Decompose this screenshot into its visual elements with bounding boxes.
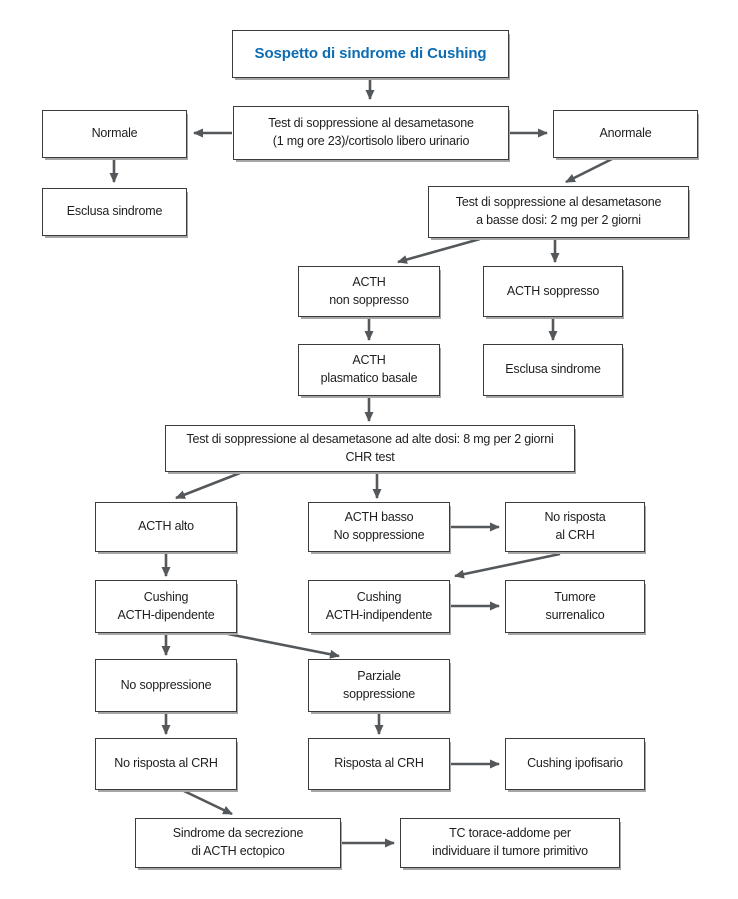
node-anormale: Anormale (553, 110, 698, 158)
node-esclusa-sindrome-1: Esclusa sindrome (42, 188, 187, 236)
node-esclusa-sindrome-2: Esclusa sindrome (483, 344, 623, 396)
node-dexamethasone-suppression-test: Test di soppressione al desametasone (1 … (233, 106, 509, 160)
node-cushing-ipofisario: Cushing ipofisario (505, 738, 645, 790)
node-acth-non-soppresso: ACTH non soppresso (298, 266, 440, 317)
node-no-risposta-crh-1: No risposta al CRH (505, 502, 645, 552)
node-tumore-surrenalico: Tumore surrenalico (505, 580, 645, 633)
node-no-risposta-crh-2: No risposta al CRH (95, 738, 237, 790)
node-cushing-acth-dipendente: Cushing ACTH-dipendente (95, 580, 237, 633)
node-risposta-crh: Risposta al CRH (308, 738, 450, 790)
node-acth-basso: ACTH basso No soppressione (308, 502, 450, 552)
node-suspected-cushing-title: Sospetto di sindrome di Cushing (232, 30, 509, 78)
node-cushing-acth-indipendente: Cushing ACTH-indipendente (308, 580, 450, 633)
node-normale: Normale (42, 110, 187, 158)
node-tc-torace-addome: TC torace-addome per individuare il tumo… (400, 818, 620, 868)
node-acth-alto: ACTH alto (95, 502, 237, 552)
node-parziale-soppressione: Parziale soppressione (308, 659, 450, 712)
node-high-dose-test: Test di soppressione al desametasone ad … (165, 425, 575, 472)
node-sindrome-acth-ectopico: Sindrome da secrezione di ACTH ectopico (135, 818, 341, 868)
node-acth-plasmatico-basale: ACTH plasmatico basale (298, 344, 440, 396)
node-low-dose-test: Test di soppressione al desametasone a b… (428, 186, 689, 238)
node-no-soppressione: No soppressione (95, 659, 237, 712)
node-acth-soppresso: ACTH soppresso (483, 266, 623, 317)
